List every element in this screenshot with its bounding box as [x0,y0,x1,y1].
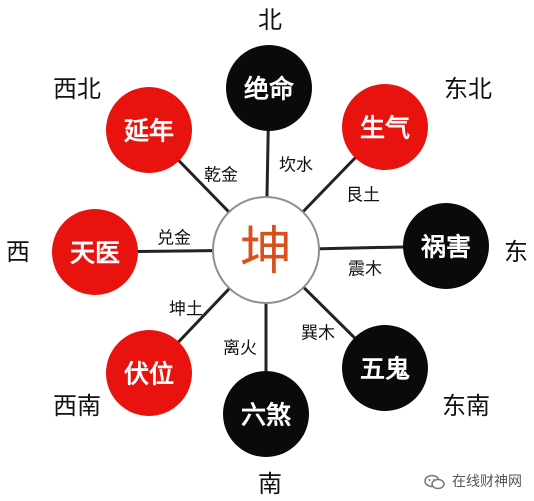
direction-label-sw: 西南 [53,392,101,420]
star-circle-w [52,209,138,295]
trigram-label-w: 兑金 [157,228,191,249]
direction-label-n: 北 [258,6,282,34]
star-circle-n [226,45,312,131]
star-circle-sw [106,330,192,416]
star-label-w: 天医 [69,238,121,268]
star-circle-se [342,325,428,411]
star-label-se: 五鬼 [359,354,411,384]
star-circle-e [403,203,489,289]
trigram-label-ne: 艮土 [346,185,380,206]
trigram-label-nw: 乾金 [204,165,238,186]
star-label-n: 绝命 [243,74,295,104]
direction-label-ne: 东北 [444,75,492,103]
star-circle-s [223,371,309,457]
star-label-ne: 生气 [359,113,411,143]
direction-label-nw: 西北 [53,75,101,103]
direction-label-s: 南 [258,470,282,498]
center-circle [212,196,320,304]
star-circle-ne [342,84,428,170]
star-label-nw: 延年 [123,116,175,146]
watermark-text: 在线财神网 [452,474,522,490]
trigram-label-sw: 坤土 [169,299,203,320]
direction-label-se: 东南 [442,392,490,420]
star-circle-nw [106,87,192,173]
trigram-label-e: 震木 [348,259,382,280]
trigram-label-n: 坎水 [279,155,313,176]
wechat-icon [424,474,445,490]
trigram-label-s: 离火 [223,338,257,359]
star-label-s: 六煞 [240,400,292,430]
direction-label-e: 东 [504,238,528,266]
direction-label-w: 西 [6,238,30,266]
center-label: 坤 [239,222,293,282]
star-label-e: 祸害 [420,232,472,262]
watermark: 在线财神网 [424,473,522,491]
trigram-label-se: 巽木 [301,323,335,344]
star-label-sw: 伏位 [123,359,175,389]
